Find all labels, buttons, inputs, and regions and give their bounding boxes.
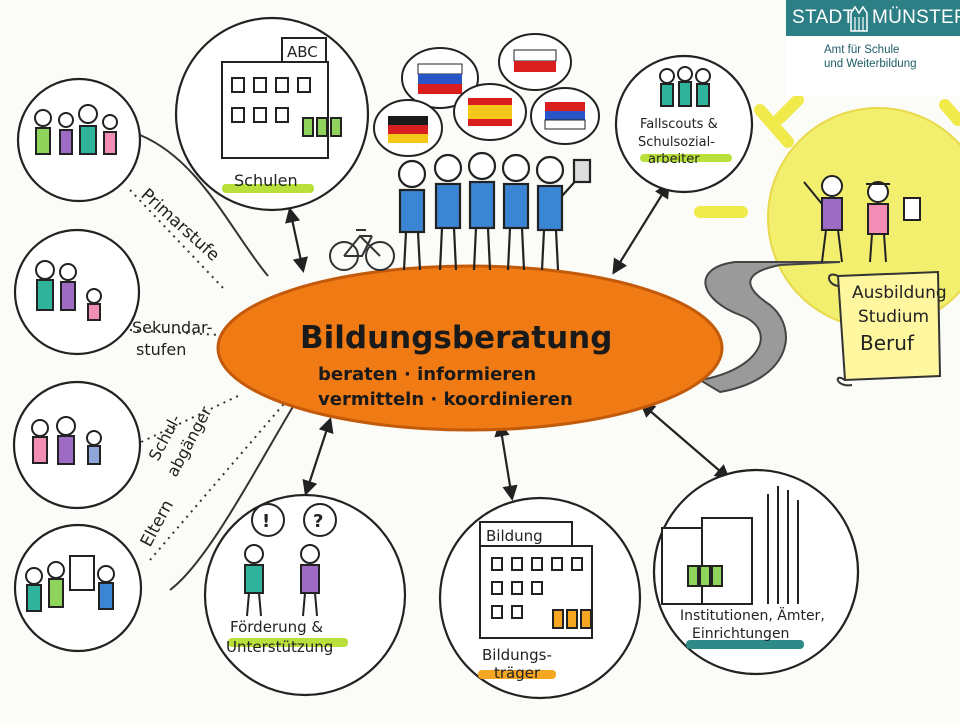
family-figures-abgaenger [31, 416, 102, 465]
bildungstraeger-line2: träger [494, 664, 541, 682]
schulen-sign: ABC [287, 43, 318, 61]
bicycle-icon [329, 229, 395, 271]
flag-bubble-germany [373, 99, 443, 157]
stadt-muenster-logo: STADT MÜNSTER Amt für Schule und Weiterb… [786, 0, 960, 96]
bildung-sign: Bildung [486, 527, 543, 545]
svg-text:?: ? [313, 511, 323, 532]
center-line1: beraten · informieren [318, 364, 536, 385]
flag-bubble-spain [453, 83, 527, 141]
cathedral-icon [850, 5, 868, 32]
graduate-figures [803, 175, 921, 263]
speech-bubble-exclaim-icon: ! [251, 503, 285, 537]
career-beruf: Beruf [860, 331, 915, 355]
family-figures-sekundar [35, 260, 102, 321]
logo-muenster: MÜNSTER [872, 7, 960, 28]
foerderung-line2: Unterstützung [226, 638, 333, 656]
advisor-figures [244, 544, 320, 617]
fallscouts-line2: Schulsozial- [638, 135, 715, 150]
center-line2: vermitteln · koordinieren [318, 389, 573, 410]
flag-bubble-poland [498, 33, 572, 91]
bildungstraeger-line1: Bildungs- [482, 646, 552, 664]
education-building-icon [479, 521, 593, 639]
career-scroll [828, 270, 942, 387]
center-ellipse [216, 264, 724, 432]
counselor-figures [397, 151, 592, 271]
school-building-icon [221, 37, 342, 159]
logo-subtitle-2: und Weiterbildung [824, 58, 917, 70]
bildungstraeger-highlight [478, 670, 556, 679]
schulen-label: Schulen [234, 171, 298, 190]
family-figures-eltern [25, 555, 115, 612]
label-primarstufe: Primarstufe [137, 185, 223, 266]
svg-text:!: ! [262, 511, 270, 532]
foerderung-line1: Förderung & [230, 618, 323, 636]
institutionen-line2: Einrichtungen [692, 626, 789, 642]
curved-connectors [139, 134, 301, 591]
fallscouts-line1: Fallscouts & [640, 117, 718, 132]
social-worker-figures [659, 66, 711, 107]
stage-connectors [129, 189, 301, 561]
road [697, 261, 841, 394]
flag-bubble-russia [401, 47, 479, 109]
speech-bubble-question-icon: ? [303, 503, 337, 537]
label-sekundar-1: Sekundar- [132, 318, 212, 337]
institutionen-highlight [686, 640, 804, 649]
city-buildings-icon [661, 486, 799, 605]
label-eltern: Eltern [137, 497, 178, 551]
fallscouts-line3: arbeiter [648, 152, 700, 167]
logo-bar [786, 0, 960, 36]
center-title: Bildungsberatung [300, 320, 612, 356]
family-figures-primar [34, 104, 118, 155]
fallscouts-highlight [640, 154, 732, 162]
flag-bubble-serbia [530, 87, 600, 145]
logo-subtitle-1: Amt für Schule [824, 44, 900, 56]
career-ausbildung: Ausbildung [852, 283, 947, 303]
logo-stadt: STADT [792, 7, 855, 28]
label-sekundar-2: stufen [136, 340, 186, 359]
career-studium: Studium [858, 307, 929, 327]
schulen-highlight [222, 184, 314, 193]
institutionen-line1: Institutionen, Ämter, [680, 606, 825, 624]
arrows [285, 182, 731, 502]
foerderung-highlight [228, 638, 348, 647]
